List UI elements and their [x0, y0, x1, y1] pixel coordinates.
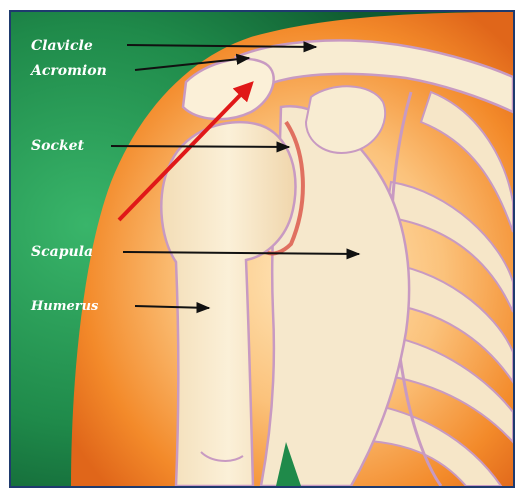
acromion-label: Acromion — [29, 63, 107, 79]
socket-label: Socket — [31, 138, 85, 154]
shoulder-anatomy-illustration: Clavicle Acromion Socket Scapula Humerus — [11, 12, 513, 486]
socket-arrow — [111, 146, 289, 147]
clavicle-label: Clavicle — [31, 38, 93, 54]
scapula-label: Scapula — [31, 244, 93, 260]
humerus-label: Humerus — [30, 299, 99, 314]
illustration-frame: Clavicle Acromion Socket Scapula Humerus — [9, 10, 515, 488]
